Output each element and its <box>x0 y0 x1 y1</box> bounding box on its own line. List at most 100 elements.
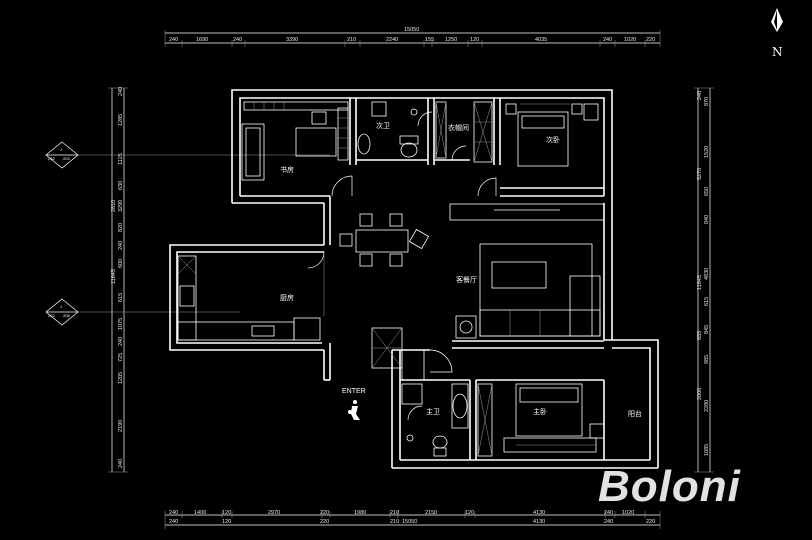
bottom-dim: 120 <box>222 510 231 516</box>
bottom-dim: 220 <box>320 510 329 516</box>
interior-walls <box>349 98 605 460</box>
top-dim: 240 <box>603 37 612 43</box>
bottom-dim: 240 <box>169 519 178 525</box>
right-dim: 615 <box>704 297 710 306</box>
north-arrow-icon: N <box>771 8 783 59</box>
outer-walls <box>169 89 659 469</box>
top-dim: 1690 <box>196 37 208 43</box>
left-dim: 3290 <box>118 200 124 212</box>
tag-text: 232 <box>48 156 55 161</box>
bottom-dim: 240 <box>604 519 613 525</box>
left-dim: 1285 <box>118 114 124 126</box>
left-dim: 1075 <box>118 318 124 330</box>
master-bedroom-furniture <box>503 383 605 453</box>
entry-closet <box>371 327 425 381</box>
bottom-dim: 120 <box>465 510 474 516</box>
top-dim: 210 <box>347 37 356 43</box>
kitchen-fixtures <box>177 255 325 341</box>
bottom-dim: 210 <box>390 519 399 525</box>
bottom-dim: 220 <box>646 519 655 525</box>
top-total-dim: 15050 <box>404 27 419 33</box>
bottom-dim: 2150 <box>425 510 437 516</box>
tag-text: 208 <box>63 313 70 318</box>
left-dim: 2190 <box>118 420 124 432</box>
right-dim: 845 <box>704 325 710 334</box>
bottom-dim: 240 <box>604 510 613 516</box>
left-dim: 615 <box>118 293 124 302</box>
room-label-balcony: 阳台 <box>628 409 642 418</box>
left-dim: 820 <box>118 223 124 232</box>
top-dim: 3390 <box>286 37 298 43</box>
left-dim: 240 <box>118 459 124 468</box>
bottom-dim: 2970 <box>268 510 280 516</box>
left-dim: 240 <box>118 337 124 346</box>
tag-text: J <box>60 147 62 152</box>
bottom-total-dim: 15050 <box>402 519 417 525</box>
right-dim: 1520 <box>704 146 710 158</box>
entry-person-icon: ENTER <box>342 388 366 420</box>
living-furniture <box>455 243 601 339</box>
bottom-dim: 1980 <box>354 510 366 516</box>
top-dim: 120 <box>470 37 479 43</box>
left-dim: 725 <box>118 353 124 362</box>
tag-text: 222 <box>48 313 55 318</box>
second-bath-fixtures <box>357 101 419 158</box>
left-total-dim: 11645 <box>111 269 117 284</box>
right-dim: 840 <box>704 215 710 224</box>
right-dim: 650 <box>704 187 710 196</box>
top-dim: 4035 <box>535 37 547 43</box>
right-dim: 5270 <box>697 168 703 180</box>
left-dim: 240 <box>118 241 124 250</box>
left-dim: 1125 <box>118 153 124 165</box>
top-dim: 2240 <box>386 37 398 43</box>
right-dim: 985 <box>704 355 710 364</box>
bottom-dim: 210 <box>390 510 399 516</box>
north-label: N <box>772 45 783 59</box>
top-dim: 240 <box>233 37 242 43</box>
bottom-dim: 220 <box>320 519 329 525</box>
second-bedroom-furniture <box>505 103 599 167</box>
dining-set <box>339 213 430 267</box>
right-dim: 1085 <box>704 444 710 456</box>
room-labels: 书房 次卫 衣帽间 次卧 客餐厅 厨房 主卫 主卧 阳台 <box>280 121 642 418</box>
cloakroom-shelves <box>435 101 493 163</box>
bottom-dim: 1020 <box>622 510 634 516</box>
room-label-second-bedroom: 次卧 <box>546 135 560 144</box>
room-label-master-bath: 主卫 <box>426 407 440 416</box>
bottom-dim: 1400 <box>194 510 206 516</box>
section-tag-bottom: J 222 208 <box>45 298 240 326</box>
top-dimension-lines: 15050 240 1690 240 3390 210 2240 155 125… <box>164 27 661 47</box>
right-total-dim: 11645 <box>697 275 703 290</box>
doors <box>307 111 497 421</box>
room-label-master-bedroom: 主卧 <box>533 407 547 416</box>
right-dim: 655 <box>697 331 703 340</box>
room-label-kitchen: 厨房 <box>280 293 294 302</box>
left-dimension-lines: 240 1285 1125 630 3290 820 240 600 615 1… <box>108 87 128 473</box>
right-dim: 4830 <box>704 268 710 280</box>
right-dim: 2280 <box>704 400 710 412</box>
bottom-dim: 240 <box>169 510 178 516</box>
right-dimension-lines: 870 1520 650 840 4830 615 845 985 2280 1… <box>694 87 714 473</box>
left-dim: 630 <box>118 181 124 190</box>
study-furniture <box>241 101 349 181</box>
right-dim: 870 <box>704 97 710 106</box>
bottom-dim: 4130 <box>533 519 545 525</box>
room-label-living-dining: 客餐厅 <box>456 275 477 284</box>
top-dim: 1250 <box>445 37 457 43</box>
top-dim: 240 <box>169 37 178 43</box>
left-dim: 600 <box>118 259 124 268</box>
left-dim: 1205 <box>118 372 124 384</box>
tag-text: J <box>60 304 62 309</box>
left-dim: 240 <box>118 87 124 96</box>
bottom-dimension-lines: 240 1400 120 2970 220 1980 210 2150 120 … <box>164 510 661 529</box>
tv-cabinet <box>449 203 605 221</box>
top-dim: 1020 <box>624 37 636 43</box>
room-label-second-bath: 次卫 <box>376 121 390 130</box>
right-dim: 2000 <box>697 388 703 400</box>
section-tag-top: J 232 203 <box>45 141 330 169</box>
bottom-dim: 120 <box>222 519 231 525</box>
room-label-cloakroom: 衣帽间 <box>448 123 469 132</box>
left-dim: 2810 <box>111 200 117 212</box>
bottom-dim: 4130 <box>533 510 545 516</box>
